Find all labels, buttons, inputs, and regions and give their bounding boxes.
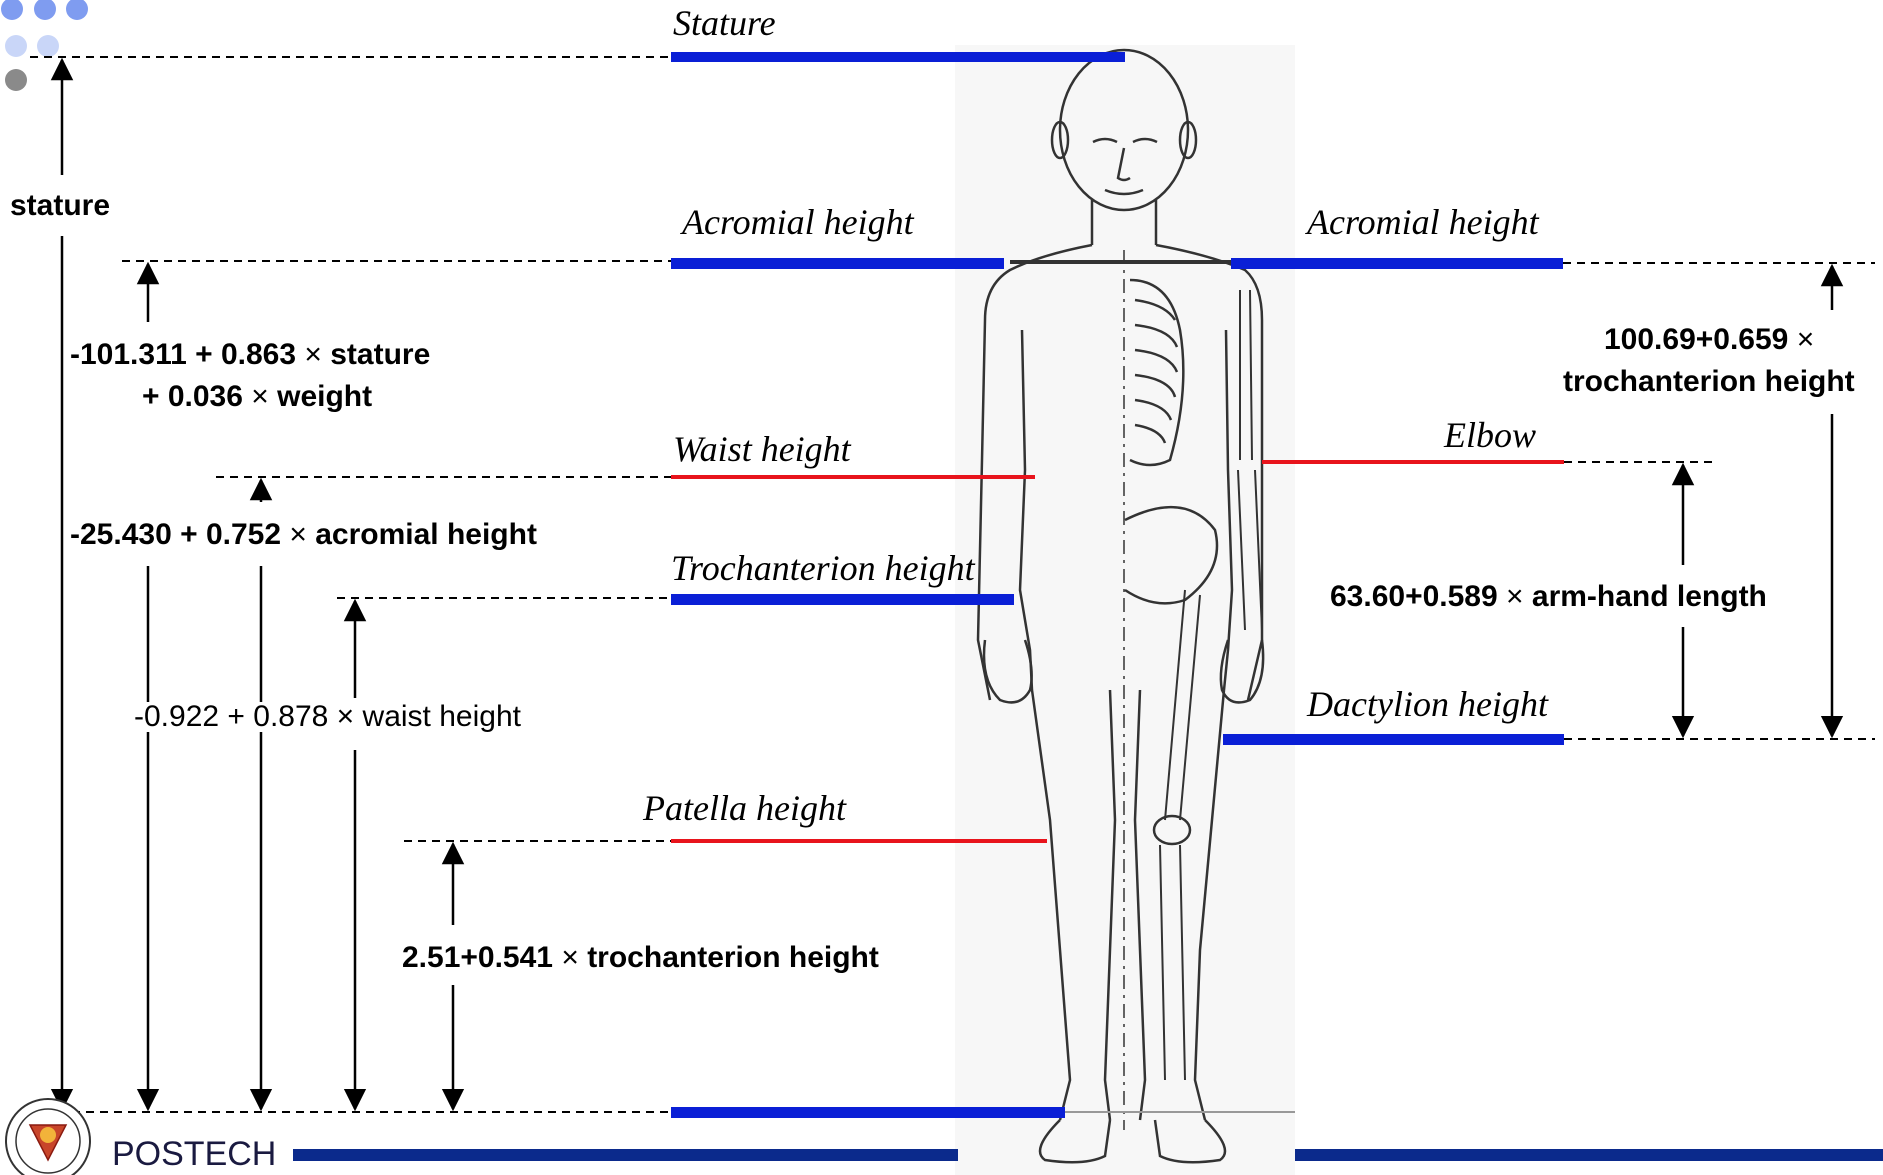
equation-stature: stature	[10, 189, 110, 223]
equation-trochanterion-coef: -0.922 + 0.878	[134, 700, 337, 733]
equation-trochanterion-var: waist height	[354, 700, 521, 733]
equation-elbow-line1: 100.69+0.659 ×	[1604, 325, 1814, 355]
dactylion-bar	[1223, 734, 1564, 745]
equation-acromial-line2-coef: + 0.036	[142, 380, 251, 413]
equation-elbow-line2: trochanterion height	[1563, 367, 1855, 397]
equation-trochanterion: -0.922 + 0.878 × waist height	[134, 702, 521, 732]
waist-bar	[671, 475, 1035, 479]
dot-blue-1	[1, 0, 23, 20]
label-dactylion: Dactylion height	[1307, 686, 1548, 722]
trochanterion-bar	[671, 594, 1014, 605]
label-waist: Waist height	[673, 431, 851, 467]
times-sign: ×	[251, 380, 269, 413]
stature-bar	[671, 52, 1125, 62]
dot-light-2	[37, 35, 59, 57]
dot-light-1	[5, 35, 27, 57]
equation-acromial-line1: -101.311 + 0.863 × stature	[70, 340, 430, 370]
patella-bar	[671, 839, 1047, 843]
footer-bar-left	[293, 1149, 958, 1161]
times-sign: ×	[289, 518, 307, 551]
label-acromial-left: Acromial height	[682, 204, 914, 240]
floor-bar	[671, 1107, 1065, 1118]
times-sign: ×	[561, 941, 579, 974]
times-sign: ×	[304, 338, 322, 371]
postech-seal-logo	[6, 1099, 90, 1175]
equation-dactylion-coef: 63.60+0.589	[1330, 580, 1506, 613]
equation-acromial-line1-var: stature	[322, 338, 430, 371]
equation-acromial-line2: + 0.036 × weight	[142, 382, 372, 412]
equation-acromial-line2-var: weight	[269, 380, 372, 413]
label-acromial-right: Acromial height	[1307, 204, 1539, 240]
times-sign: ×	[337, 700, 355, 733]
equation-elbow-coef: 100.69+0.659	[1604, 323, 1797, 356]
equation-acromial-line1-coef: -101.311 + 0.863	[70, 338, 304, 371]
dot-blue-2	[34, 0, 56, 20]
label-patella: Patella height	[643, 790, 846, 826]
elbow-bar	[1262, 460, 1564, 464]
equation-patella: 2.51+0.541 × trochanterion height	[402, 943, 879, 973]
equation-waist-var: acromial height	[307, 518, 537, 551]
times-sign: ×	[1506, 580, 1524, 613]
acromial-bar-right	[1231, 258, 1563, 269]
acromial-bar-left	[671, 258, 1004, 269]
label-trochanterion: Trochanterion height	[671, 550, 975, 586]
equation-dactylion-var: arm-hand length	[1524, 580, 1767, 613]
label-elbow: Elbow	[1444, 417, 1536, 453]
equation-waist: -25.430 + 0.752 × acromial height	[70, 520, 537, 550]
footer-bar-right	[1295, 1149, 1883, 1161]
decorative-dots	[1, 0, 88, 91]
dot-gray	[5, 69, 27, 91]
dot-blue-3	[66, 0, 88, 20]
equation-dactylion: 63.60+0.589 × arm-hand length	[1330, 582, 1767, 612]
label-stature: Stature	[673, 5, 776, 41]
times-sign: ×	[1797, 323, 1815, 356]
equation-patella-coef: 2.51+0.541	[402, 941, 561, 974]
equation-patella-var: trochanterion height	[579, 941, 879, 974]
equation-waist-coef: -25.430 + 0.752	[70, 518, 289, 551]
logo-name: POSTECH	[112, 1137, 276, 1171]
